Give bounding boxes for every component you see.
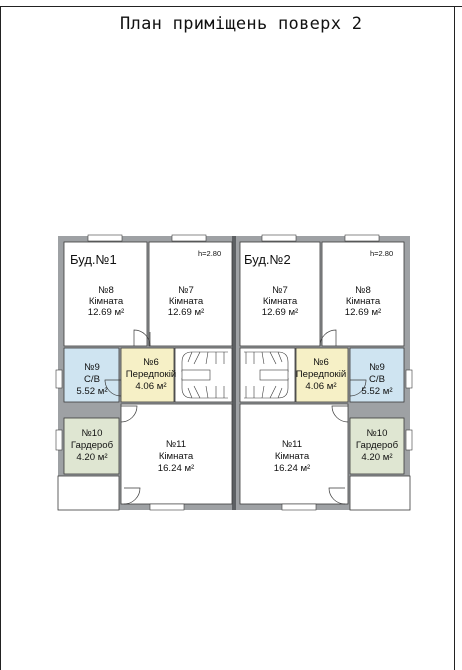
- room-11-number: №11: [166, 439, 186, 450]
- stairs: [244, 351, 289, 399]
- sheet-frame-top: [0, 6, 462, 7]
- room-10-floor: [63, 417, 120, 475]
- room-10-number: №10: [367, 428, 388, 439]
- room-11-name: Кімната: [159, 451, 194, 462]
- room-10-name: Гардероб: [356, 440, 399, 451]
- room-11-name: Кімната: [275, 451, 310, 462]
- room-6-floor: [295, 347, 349, 403]
- room-7-number: №7: [272, 285, 288, 296]
- room-8-name: Кімната: [89, 296, 124, 307]
- room-6-area: 4.06 м²: [135, 381, 167, 392]
- room-9-number: №9: [84, 362, 100, 373]
- room-6-name: Передпокій: [126, 369, 177, 380]
- building-2-label: Буд.№2: [244, 252, 291, 267]
- room-6-floor: [120, 347, 175, 403]
- room-6-number: №6: [313, 357, 329, 368]
- room-9-area: 5.52 м²: [361, 386, 393, 397]
- ceiling-height-label: h=2.80: [370, 249, 393, 258]
- room-9-number: №9: [369, 362, 385, 373]
- room-11-number: №11: [282, 439, 302, 450]
- room-7-area: 12.69 м²: [262, 307, 299, 318]
- ceiling-height-label: h=2.80: [198, 249, 221, 258]
- room-10-number: №10: [82, 428, 103, 439]
- divider-wall: [232, 236, 236, 510]
- room-9-name: С/В: [369, 374, 385, 385]
- room-8-area: 12.69 м²: [345, 307, 382, 318]
- room-11-floor: [120, 403, 233, 505]
- room-7-floor: [148, 241, 233, 347]
- room-8-floor: [63, 241, 148, 347]
- room-11-area: 16.24 м²: [274, 463, 311, 474]
- room-8-number: №8: [355, 285, 371, 296]
- room-10-floor: [349, 417, 405, 475]
- room-8-number: №8: [98, 285, 114, 296]
- room-7-floor: [239, 241, 321, 347]
- room-7-name: Кімната: [263, 296, 298, 307]
- room-11-floor: [239, 403, 349, 505]
- room-7-name: Кімната: [169, 296, 204, 307]
- sheet-frame-left: [0, 6, 1, 670]
- room-10-area: 4.20 м²: [361, 452, 393, 463]
- room-6-number: №6: [143, 357, 159, 368]
- windows: [55, 234, 413, 511]
- balcony-niche: [349, 475, 411, 511]
- room-11-area: 16.24 м²: [158, 463, 195, 474]
- room-7-number: №7: [178, 285, 194, 296]
- stairs: [181, 351, 228, 399]
- room-8-floor: [321, 241, 405, 347]
- balcony-niche: [57, 475, 120, 511]
- room-9-name: С/В: [84, 374, 100, 385]
- room-8-name: Кімната: [346, 296, 381, 307]
- room-9-floor: [63, 347, 120, 403]
- room-6-name: Передпокій: [296, 369, 347, 380]
- room-9-area: 5.52 м²: [76, 386, 108, 397]
- room-10-name: Гардероб: [71, 440, 114, 451]
- room-6-area: 4.06 м²: [305, 381, 337, 392]
- doors: [104, 329, 367, 505]
- plan-title: План приміщень поверх 2: [120, 14, 363, 34]
- room-8-area: 12.69 м²: [88, 307, 125, 318]
- room-10-area: 4.20 м²: [76, 452, 108, 463]
- room-7-area: 12.69 м²: [168, 307, 205, 318]
- building-1-label: Буд.№1: [70, 252, 117, 267]
- sheet-frame-right: [454, 6, 455, 670]
